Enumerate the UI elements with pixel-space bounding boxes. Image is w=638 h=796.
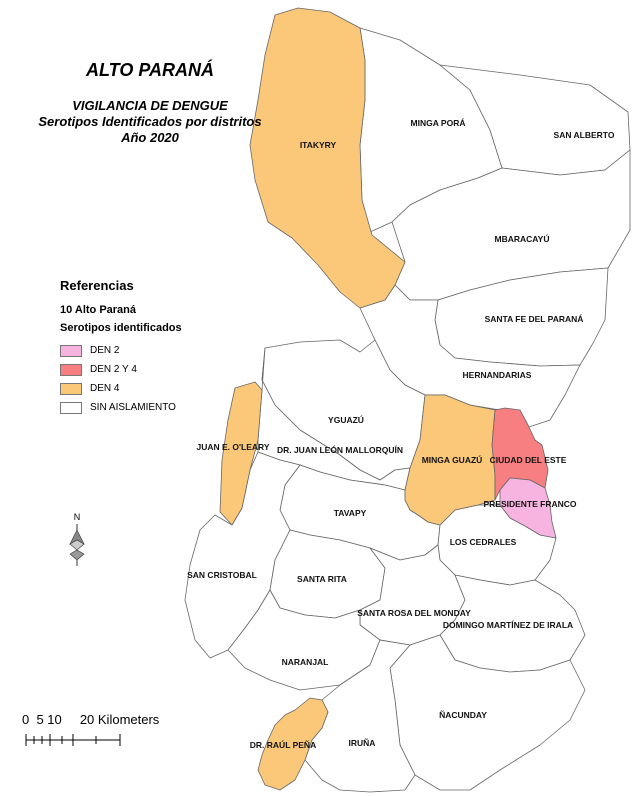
district-label-los-cedrales: LOS CEDRALES [450,537,517,547]
district-label-san-alberto: SAN ALBERTO [554,130,615,140]
district-label-mbaracayu: MBARACAYÚ [495,233,550,244]
district-label-domingo-martinez-de-irala: DOMINGO MARTÍNEZ DE IRALA [443,620,573,630]
district-label-iruna: IRUÑA [349,738,376,748]
district-label-presidente-franco: PRESIDENTE FRANCO [483,499,576,509]
district-label-yguazu: YGUAZÚ [328,414,364,425]
legend-swatch [60,345,82,357]
district-shapes [184,7,631,793]
north-letter: N [74,512,81,522]
district-label-dr-juan-leon-mallorquin: DR. JUAN LEÓN MALLORQUÍN [277,444,403,455]
district-label-itakyry: ITAKYRY [300,140,337,150]
subtitle-line-2: Serotipos Identificados por distritos [38,114,262,129]
scale-label: 0 5 10 20 Kilometers [22,712,160,727]
district-juan-e-o-leary [219,381,263,526]
district-label-santa-rosa-del-monday: SANTA ROSA DEL MONDAY [357,608,471,618]
district-label-tavapy: TAVAPY [334,508,367,518]
district-label-naranjal: NARANJAL [282,657,329,667]
district-label-hernandarias: HERNANDARIAS [463,370,532,380]
district-labels: ITAKYRY MINGA PORÁ SAN ALBERTO MBARACAYÚ SAN… [187,118,615,750]
legend-swatch [60,364,82,376]
district-label-minga-pora: MINGA PORÁ [411,118,466,128]
legend-item-label: DEN 2 [90,345,120,356]
subtitle-line-1: VIGILANCIA DE DENGUE [72,98,228,113]
district-label-san-cristobal: SAN CRISTOBAL [187,570,257,580]
district-label-juan-e-o-leary: JUAN E. O'LEARY [196,442,269,452]
legend-item-label: SIN AISLAMIENTO [90,402,176,413]
district-minga-guazu [404,394,496,526]
district-label-santa-fe-del-parana: SANTA FE DEL PARANÁ [485,314,584,324]
legend-swatch [60,383,82,395]
district-label-nacunday: ÑACUNDAY [439,710,487,720]
legend-item-label: DEN 4 [90,383,120,394]
district-presidente-franco [499,477,557,539]
district-label-ciudad-del-este: CIUDAD DEL ESTE [490,455,567,465]
district-label-minga-guazu: MINGA GUAZÚ [422,454,483,465]
district-itakyry [249,7,406,309]
legend-field-name: Serotipos identificados [60,322,182,334]
legend-item-label: DEN 2 Y 4 [90,364,137,375]
north-arrow-icon: N [69,512,85,566]
district-label-santa-rita: SANTA RITA [297,574,347,584]
map-title: ALTO PARANÁ [86,60,214,80]
legend-swatch [60,402,82,414]
subtitle-line-3: Año 2020 [121,130,179,145]
legend-layer-name: 10 Alto Paraná [60,304,137,316]
scale-bar [25,734,121,746]
district-dr-raul-pena [257,697,329,791]
district-label-dr-raul-pena: DR. RAÚL PEÑA [250,739,316,750]
legend-title: Referencias [60,278,134,293]
